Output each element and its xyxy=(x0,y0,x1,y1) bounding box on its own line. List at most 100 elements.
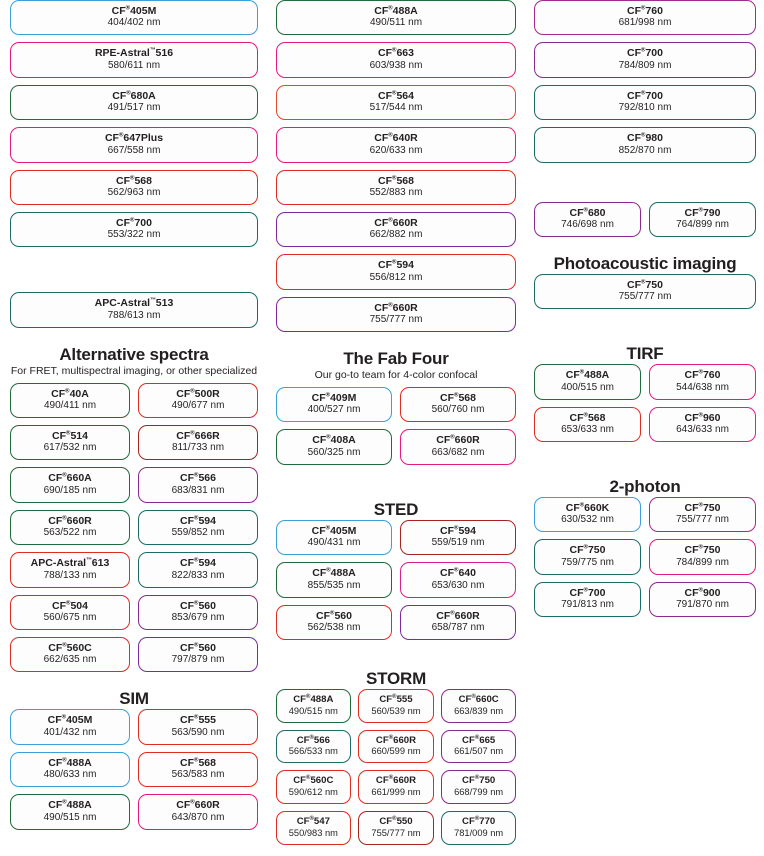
dye-name: CF®700 xyxy=(116,216,152,229)
dye-name: CF®660K xyxy=(565,502,610,515)
dye-spectra: 401/432 nm xyxy=(43,726,97,738)
dye-name: CF®405M xyxy=(311,524,357,537)
spacer xyxy=(530,453,760,467)
dye-spectra: 563/590 nm xyxy=(171,726,225,738)
dye-spectra: 855/535 nm xyxy=(307,579,361,591)
dye-name: CF®770 xyxy=(462,816,496,828)
dye-name: CF®660R xyxy=(375,775,417,787)
dye-name: CF®560 xyxy=(180,599,216,612)
dye-name: CF®488A xyxy=(48,756,92,769)
dye-spectra: 562/963 nm xyxy=(107,186,161,198)
dye-name: CF®488A xyxy=(374,5,418,17)
dye-name: CF®488A xyxy=(293,694,334,706)
dye-name: CF®568 xyxy=(116,174,152,187)
dye-spectra: 822/833 nm xyxy=(171,569,225,581)
dye-spectra: 400/515 nm xyxy=(561,381,614,393)
dye-spectra: 490/515 nm xyxy=(288,705,338,716)
dye-spectra: 404/402 nm xyxy=(107,17,161,29)
dye-name: CF®560 xyxy=(180,641,216,654)
dye-name: CF®488A xyxy=(312,567,356,580)
dye-name: CF®660R xyxy=(436,434,480,447)
dye-spectra: 550/983 nm xyxy=(288,827,338,838)
dye-spectra: 852/870 nm xyxy=(618,144,672,156)
dye-name: CF®660R xyxy=(375,734,417,746)
